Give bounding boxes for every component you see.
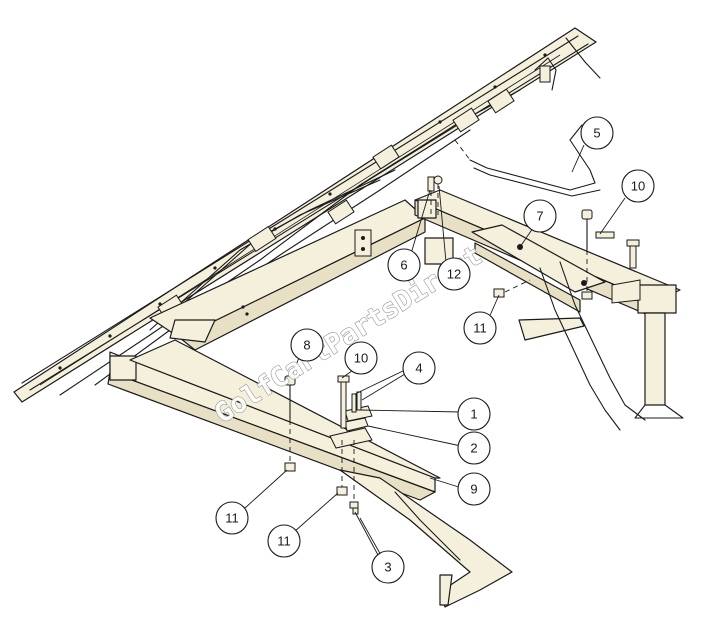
callout-4: 4 (402, 351, 436, 385)
lower-frame (107, 339, 513, 608)
callout-10-center: 10 (344, 341, 378, 375)
callout-label: 10 (631, 179, 645, 194)
callout-9: 9 (457, 472, 491, 506)
callout-label: 8 (303, 338, 310, 353)
callout-11-right: 11 (463, 311, 497, 345)
hardware-center (284, 175, 641, 515)
callout-label: 5 (593, 126, 600, 141)
callout-label: 11 (225, 511, 239, 526)
callout-label: 11 (473, 321, 487, 336)
callout-label: 4 (415, 361, 422, 376)
callout-11-center: 11 (267, 524, 301, 558)
seat-rail-assembly (13, 27, 601, 403)
callout-label: 11 (277, 534, 291, 549)
callout-1: 1 (457, 397, 491, 431)
callout-label: 2 (470, 441, 477, 456)
connecting-rod (454, 124, 601, 197)
callout-label: 1 (470, 407, 477, 422)
callout-10-right: 10 (621, 169, 655, 203)
callout-label: 12 (447, 267, 461, 282)
callout-label: 7 (536, 209, 543, 224)
callout-label: 10 (354, 351, 368, 366)
callout-8: 8 (290, 328, 324, 362)
callout-label: 3 (384, 560, 391, 575)
callout-2: 2 (457, 431, 491, 465)
callout-12: 12 (437, 257, 471, 291)
callout-11-left: 11 (215, 501, 249, 535)
mounting-bracket (471, 224, 646, 431)
callout-label: 9 (470, 482, 477, 497)
callout-3: 3 (371, 550, 405, 584)
callout-label: 6 (400, 258, 407, 273)
callout-6: 6 (387, 248, 421, 282)
callout-7: 7 (523, 199, 557, 233)
callout-5: 5 (580, 116, 614, 150)
